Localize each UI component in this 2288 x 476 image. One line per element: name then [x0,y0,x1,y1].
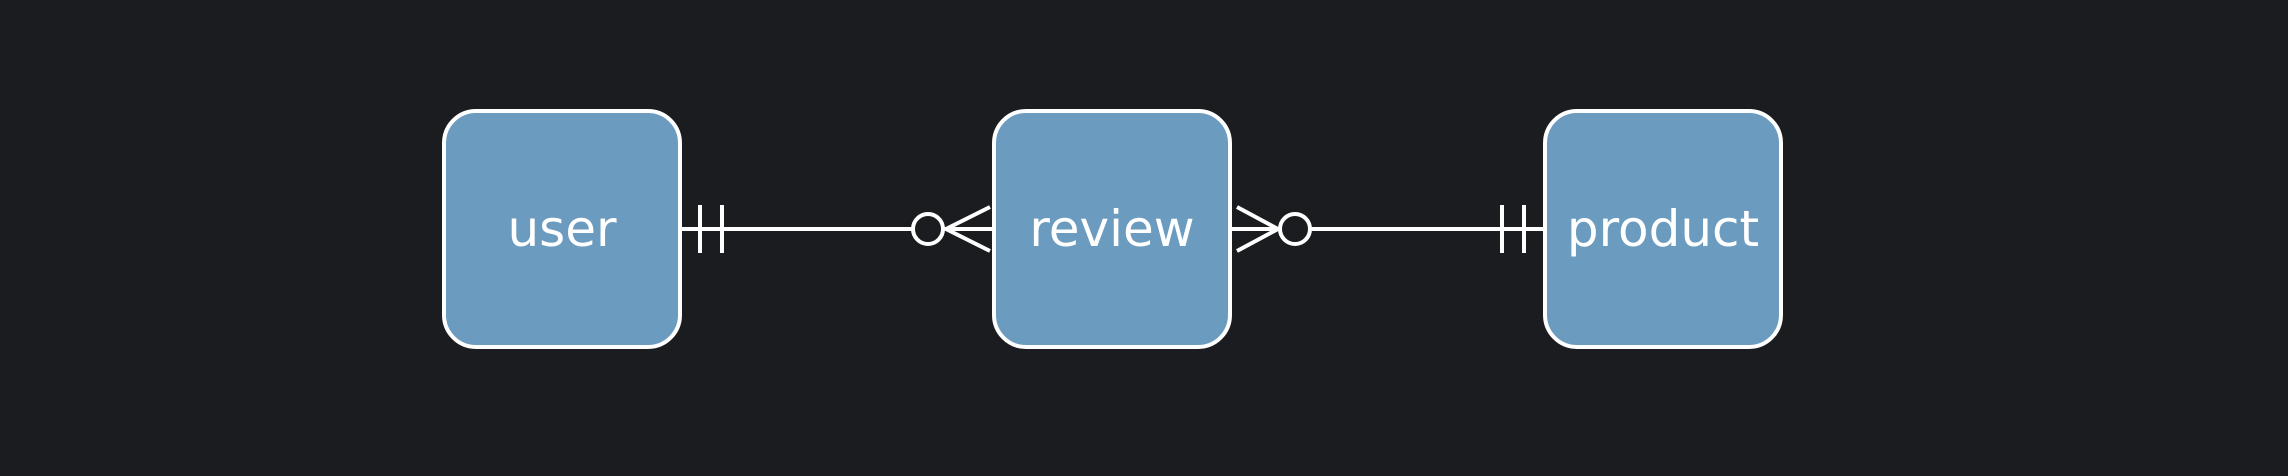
entity-review[interactable]: review [992,109,1232,349]
cardinality-zero-or-many-marker [1236,205,1312,253]
cardinality-exactly-one-marker [698,205,724,253]
entity-label: review [1029,200,1194,258]
cardinality-exactly-one-marker [1500,205,1526,253]
entity-label: product [1567,200,1759,258]
entity-user[interactable]: user [442,109,682,349]
relationship-user-review [680,205,994,253]
entity-label: user [507,200,617,258]
relationship-review-product [1230,205,1545,253]
entity-product[interactable]: product [1543,109,1783,349]
cardinality-zero-or-many-marker [911,205,991,253]
